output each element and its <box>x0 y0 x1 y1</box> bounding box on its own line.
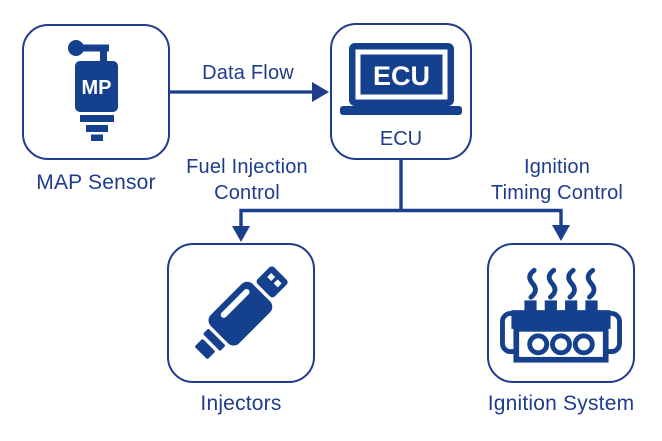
ignition-timing-control-line1: Ignition <box>523 156 591 178</box>
fuel-injection-control-label: Fuel Injection Control <box>160 154 334 206</box>
ignition-timing-control-line2: Timing Control <box>490 182 624 204</box>
map-sensor-icon-text: MP <box>82 77 112 99</box>
fuel-injector-icon <box>195 266 288 359</box>
data-flow-label: Data Flow <box>202 62 294 84</box>
ignition-timing-control-label: Ignition Timing Control <box>470 154 644 206</box>
fuel-injection-control-line1: Fuel Injection <box>186 156 308 178</box>
arrowhead-to-injectors <box>232 226 250 242</box>
edge-data-flow-arrow <box>170 82 329 102</box>
node-ecu: ECU ECU <box>330 23 472 160</box>
engine-icon <box>500 267 622 363</box>
edge-ecu-branch-lines <box>232 160 570 242</box>
node-injectors <box>167 243 315 383</box>
map-sensor-icon: MP <box>68 40 118 141</box>
ecu-laptop-icon: ECU <box>340 42 462 115</box>
engine-heat-waves <box>527 267 597 300</box>
injectors-label: Injectors <box>200 392 282 415</box>
ecu-label: ECU <box>379 128 423 150</box>
ecu-screen-text: ECU <box>373 61 430 91</box>
engine-block <box>500 300 622 363</box>
ignition-system-label: Ignition System <box>487 392 635 415</box>
arrowhead-to-ignition <box>552 225 570 241</box>
node-map-sensor: MP <box>22 24 170 160</box>
injector-body <box>208 281 273 346</box>
node-ignition-system <box>487 243 635 383</box>
map-sensor-label: MAP Sensor <box>36 171 156 194</box>
fuel-injection-control-line2: Control <box>214 182 280 204</box>
injector-plug <box>256 266 288 298</box>
